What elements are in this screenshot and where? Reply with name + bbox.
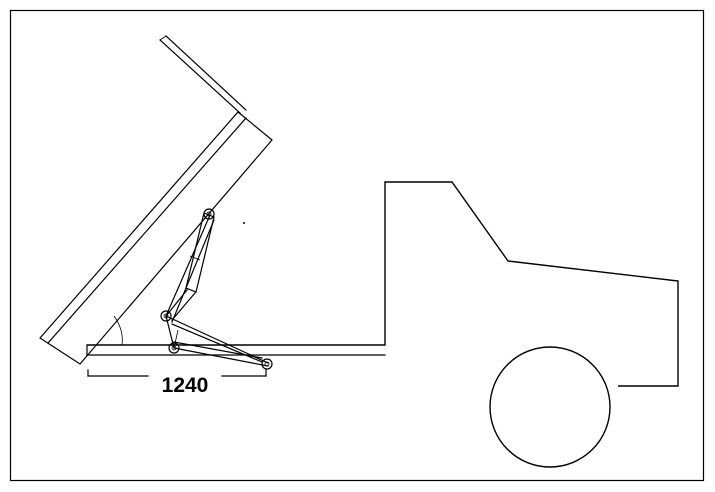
dump-bed <box>39 35 273 365</box>
dimension-line <box>87 369 267 377</box>
diagram-frame <box>9 9 705 482</box>
hydraulic-lift-mechanism <box>160 208 273 370</box>
truck-cab-outline <box>87 181 679 387</box>
truck-wheel <box>489 346 611 468</box>
tilt-angle-arc <box>113 315 123 346</box>
chassis-frame <box>86 344 386 356</box>
dimension-label: 1240 <box>162 374 209 397</box>
